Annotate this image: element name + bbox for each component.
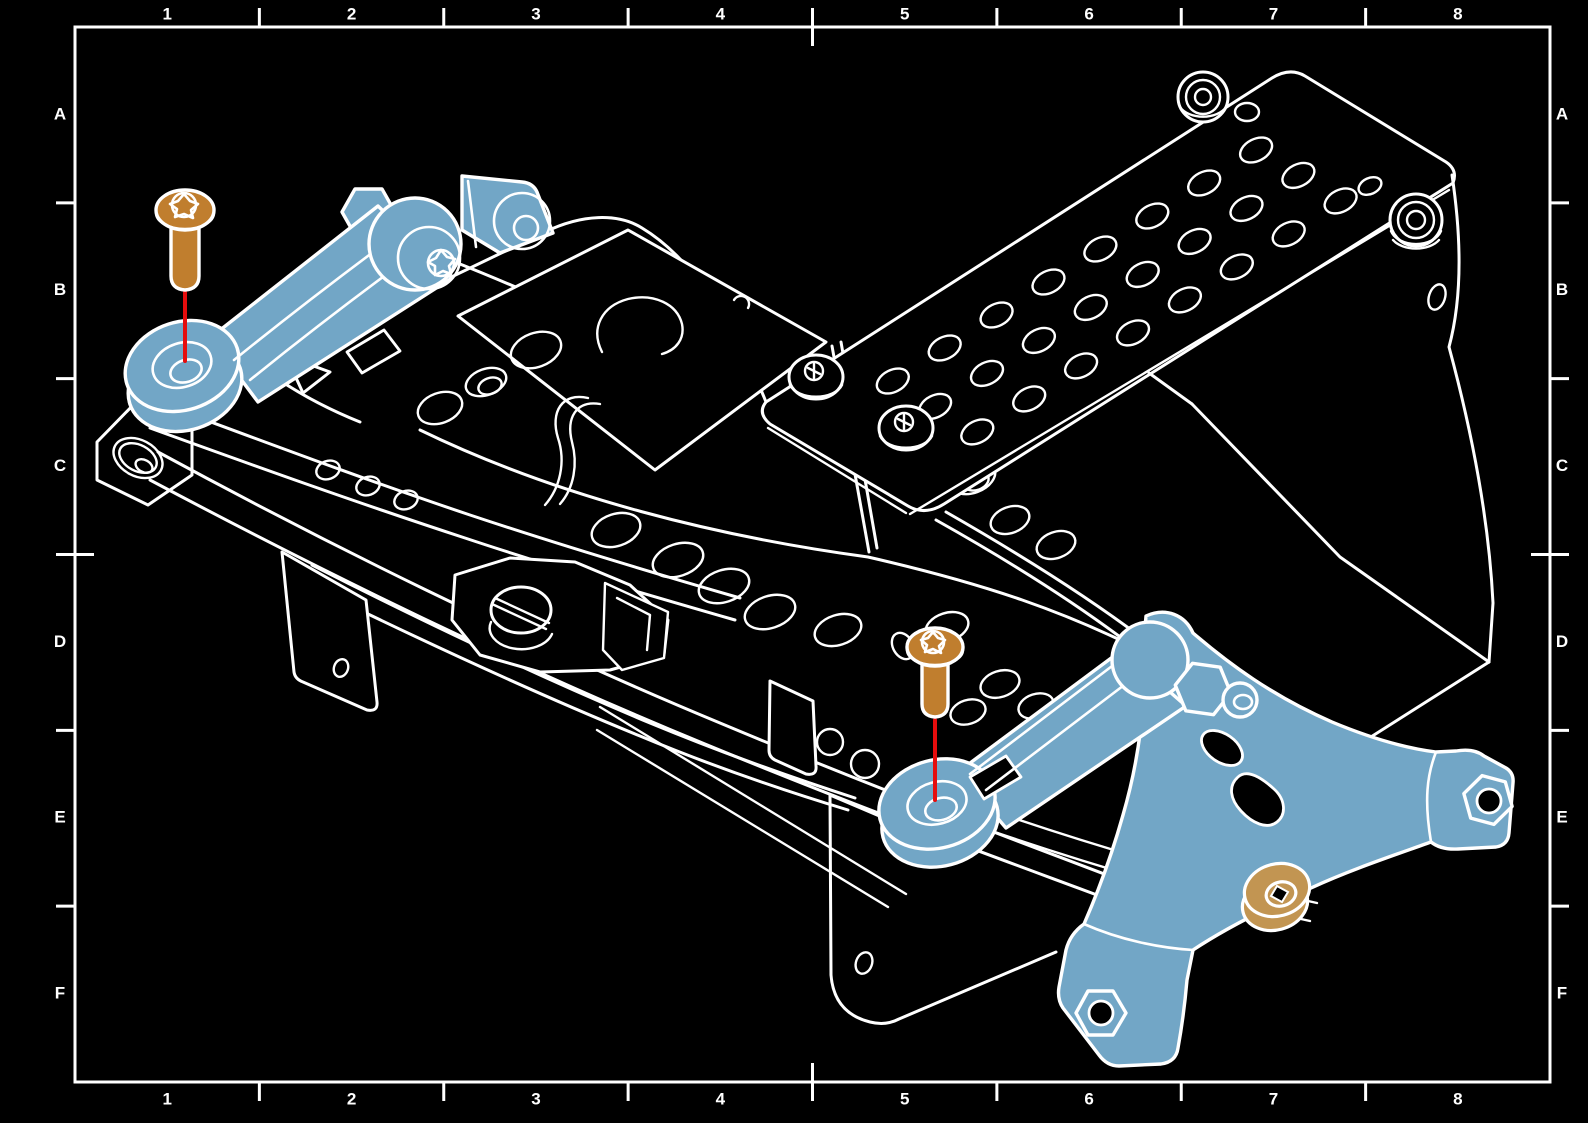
plate-hole [1167,286,1203,314]
plate-hole [1271,220,1306,248]
servo-link-arm-front [123,174,555,434]
plate-hole [1219,253,1254,281]
servo-pad [450,556,670,674]
plate-hole [1083,235,1118,263]
torx-recess-icon [426,248,457,277]
zone-label-right-C: C [1556,456,1568,475]
dome-standoff [877,404,935,452]
zone-label-top-3: 3 [531,4,540,23]
servo-link-arm-rear [877,610,1515,1068]
arm-slot [345,328,402,375]
plate-hole [960,418,995,446]
plate-hole [1135,202,1170,230]
plate-hole [1125,260,1160,289]
arm-boss [367,196,463,292]
tab-hole [332,658,350,678]
torx-recess-icon [919,630,947,655]
chassis-line-art [95,70,1495,1025]
zone-label-right-A: A [1556,104,1568,123]
zone-label-right-B: B [1556,280,1568,299]
zone-label-top-4: 4 [716,4,726,23]
zone-ticks [56,8,1569,1101]
zone-label-left-F: F [55,984,65,1003]
mounting-lug [1176,70,1230,124]
zone-label-left-A: A [54,104,66,123]
spacer-bushing [1240,861,1312,933]
zone-label-bottom-4: 4 [716,1089,726,1108]
zone-label-bottom-5: 5 [900,1089,909,1108]
zone-label-bottom-2: 2 [347,1089,356,1108]
plate-hole [1238,136,1274,164]
plate-hole [1063,352,1099,380]
mounting-lug [1388,192,1444,250]
zone-label-top-6: 6 [1084,4,1093,23]
button-head-screw-right [905,626,965,719]
plate-hole [1012,385,1047,413]
zone-label-bottom-8: 8 [1453,1089,1462,1108]
plate-hole [927,334,962,362]
zone-label-top-5: 5 [900,4,909,23]
zone-label-bottom-6: 6 [1084,1089,1093,1108]
bracket-oval-hole [1200,729,1244,767]
front-rails [148,400,1319,923]
arm-boss [1110,620,1190,700]
dome-standoff [787,353,845,401]
zone-label-left-B: B [54,280,66,299]
plate-hole [1281,161,1316,190]
hanging-tab-left [280,550,379,712]
zone-label-top-7: 7 [1269,4,1278,23]
plate-hole [1323,187,1358,215]
torx-recess-icon [168,192,200,220]
zone-label-left-C: C [54,456,66,475]
plate-hole [969,359,1005,388]
plate-hole [1115,319,1151,347]
bracket-triangle-hole [1230,772,1285,827]
zone-label-right-E: E [1556,808,1567,827]
zone-label-bottom-3: 3 [531,1089,540,1108]
arm-eyelet [123,318,241,414]
zone-label-top-2: 2 [347,4,356,23]
plate-hole [1031,268,1066,296]
zone-label-left-E: E [54,808,65,827]
zone-label-bottom-7: 7 [1269,1089,1278,1108]
zone-label-left-D: D [54,632,66,651]
top-plate [760,70,1456,516]
hex-nut [1173,661,1233,717]
zone-label-top-1: 1 [162,4,171,23]
plate-hole [1073,293,1108,322]
zone-label-bottom-1: 1 [162,1089,171,1108]
plate-hole [1229,194,1264,223]
plate-hole-grid [875,136,1358,446]
button-head-screw-left [154,188,216,292]
zone-label-right-F: F [1557,984,1567,1003]
plate-hole [1177,227,1212,256]
plate-hole [1187,169,1222,197]
arm-slot [968,754,1023,801]
plate-hole [1021,326,1057,355]
plate-hole [979,301,1014,329]
zone-label-top-8: 8 [1453,4,1462,23]
plate-hole [875,367,910,395]
hanging-tab-right [767,679,818,776]
zone-label-right-D: D [1556,632,1568,651]
